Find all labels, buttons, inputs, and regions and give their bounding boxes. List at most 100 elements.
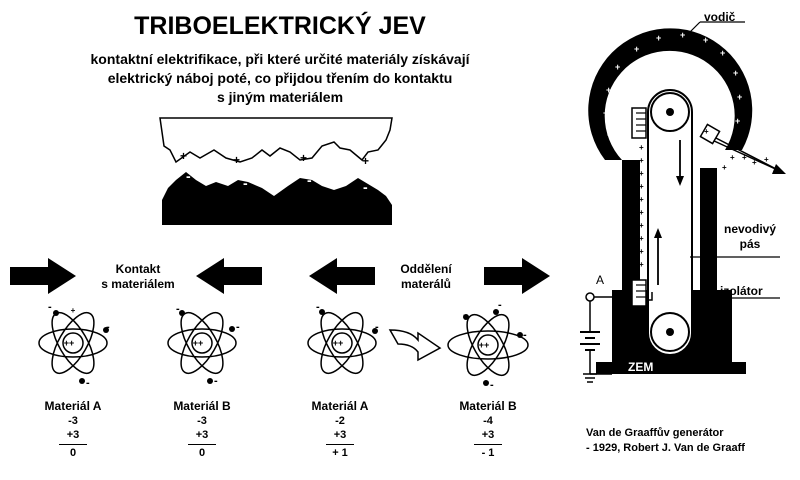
svg-text:+: + bbox=[639, 234, 644, 243]
surface-contact-illustration: ++++ ---- bbox=[159, 117, 393, 225]
dome-charges: + + + + + + + + + + + + bbox=[603, 30, 742, 140]
atom-4: ++ bbox=[447, 309, 529, 386]
svg-text:+: + bbox=[639, 260, 644, 269]
svg-text:+: + bbox=[639, 156, 644, 165]
result-charge-1: 0 bbox=[59, 444, 87, 460]
arrow-right-2 bbox=[484, 258, 550, 294]
result-charge-4: - 1 bbox=[474, 444, 502, 460]
svg-text:+: + bbox=[720, 48, 725, 58]
conductor-dome bbox=[588, 28, 753, 160]
page-title: TRIBOELEKTRICKÝ JEV bbox=[134, 12, 426, 40]
svg-text:-: - bbox=[523, 329, 527, 341]
lower-surface bbox=[162, 172, 392, 225]
svg-text:+: + bbox=[603, 108, 608, 118]
neg-charge-4: -4 bbox=[483, 415, 493, 427]
svg-text:++: ++ bbox=[64, 338, 75, 348]
contact-label-line-1: Kontakt bbox=[115, 262, 161, 276]
svg-text:+: + bbox=[607, 130, 612, 140]
svg-text:-: - bbox=[490, 379, 494, 391]
subtitle: kontaktní elektrifikace, při které určit… bbox=[40, 50, 520, 107]
svg-text:+: + bbox=[639, 195, 644, 204]
belt-label-line-1: nevodivý bbox=[723, 222, 777, 236]
charge-calc-3: -2 +3 + 1 bbox=[320, 414, 360, 460]
svg-text:-: - bbox=[48, 301, 52, 313]
belt-charges: ++++++++++ +++++ + bbox=[639, 127, 769, 269]
svg-text:-: - bbox=[363, 179, 368, 195]
svg-text:+: + bbox=[742, 153, 747, 162]
upper-surface bbox=[159, 117, 393, 164]
belt-label: nevodivý pás bbox=[722, 222, 778, 252]
pos-charge-4: +3 bbox=[481, 429, 495, 441]
ground-label: ZEM bbox=[628, 360, 654, 374]
atom-1: ++ + bbox=[38, 306, 109, 384]
svg-text:-: - bbox=[236, 321, 240, 333]
svg-text:-: - bbox=[316, 301, 320, 313]
charge-calc-4: -4 +3 - 1 bbox=[468, 414, 508, 460]
contact-label: Kontakt s materiálem bbox=[88, 262, 188, 292]
subtitle-line-1: kontaktní elektrifikace, při které určit… bbox=[90, 51, 470, 67]
svg-text:-: - bbox=[307, 172, 312, 188]
svg-text:+: + bbox=[300, 151, 307, 165]
charge-calc-1: -3 +3 0 bbox=[53, 414, 93, 460]
svg-text:+: + bbox=[71, 306, 76, 315]
svg-text:+: + bbox=[680, 30, 685, 40]
charge-calc-2: -3 +3 0 bbox=[182, 414, 222, 460]
svg-text:-: - bbox=[463, 309, 467, 321]
generator-caption-line-2: - 1929, Robert J. Van de Graaff bbox=[586, 442, 745, 454]
material-label-2: Materiál B bbox=[173, 399, 231, 413]
svg-text:+: + bbox=[639, 143, 644, 152]
conductor-label: vodič bbox=[704, 10, 736, 24]
svg-text:+: + bbox=[639, 182, 644, 191]
svg-text:+: + bbox=[764, 155, 769, 164]
svg-text:+: + bbox=[703, 35, 708, 45]
svg-text:-: - bbox=[214, 375, 218, 387]
result-charge-3: + 1 bbox=[326, 444, 354, 460]
generator-caption-line-1: Van de Graaffův generátor bbox=[586, 427, 724, 439]
pos-charge-3: +3 bbox=[333, 429, 347, 441]
arrow-right-1 bbox=[10, 258, 76, 294]
svg-text:+: + bbox=[615, 62, 620, 72]
insulating-column bbox=[612, 160, 732, 362]
neg-charge-2: -3 bbox=[197, 415, 207, 427]
svg-text:+: + bbox=[722, 163, 727, 172]
pos-charge-2: +3 bbox=[195, 429, 209, 441]
atom-2: ++ bbox=[167, 310, 237, 384]
svg-text:-: - bbox=[243, 175, 248, 191]
subtitle-line-2: elektrický náboj poté, co přijdou třením… bbox=[107, 70, 453, 86]
svg-text:+: + bbox=[730, 153, 735, 162]
material-label-1: Materiál A bbox=[44, 399, 102, 413]
svg-text:+: + bbox=[639, 221, 644, 230]
van-de-graaff-generator bbox=[580, 21, 786, 383]
svg-text:++: ++ bbox=[193, 338, 204, 348]
material-label-3: Materiál A bbox=[311, 399, 369, 413]
separation-label: Oddělení materálů bbox=[376, 262, 476, 292]
arrow-left-2 bbox=[309, 258, 375, 294]
svg-text:+: + bbox=[735, 116, 740, 126]
svg-text:+: + bbox=[362, 154, 369, 168]
svg-text:+: + bbox=[233, 153, 240, 167]
subtitle-line-3: s jiným materiálem bbox=[216, 89, 344, 105]
pos-charge-1: +3 bbox=[66, 429, 80, 441]
svg-text:-: - bbox=[375, 321, 379, 333]
svg-text:+: + bbox=[752, 158, 757, 167]
svg-text:+: + bbox=[733, 68, 738, 78]
belt bbox=[647, 89, 693, 356]
svg-text:+: + bbox=[704, 127, 709, 136]
svg-text:+: + bbox=[737, 92, 742, 102]
arrow-left-1 bbox=[196, 258, 262, 294]
generator-caption: Van de Graaffův generátor - 1929, Robert… bbox=[586, 426, 745, 456]
terminal-a-label: A bbox=[596, 273, 605, 287]
neg-charge-1: -3 bbox=[68, 415, 78, 427]
svg-text:+: + bbox=[656, 33, 661, 43]
svg-text:-: - bbox=[106, 321, 110, 333]
atom-3: ++ bbox=[307, 309, 378, 375]
svg-text:++: ++ bbox=[333, 338, 344, 348]
svg-text:+: + bbox=[634, 44, 639, 54]
svg-text:-: - bbox=[186, 168, 191, 184]
transfer-arrow-icon bbox=[388, 329, 442, 362]
neg-charge-3: -2 bbox=[335, 415, 345, 427]
svg-text:+: + bbox=[639, 208, 644, 217]
svg-text:++: ++ bbox=[479, 340, 490, 350]
svg-text:+: + bbox=[606, 85, 611, 95]
